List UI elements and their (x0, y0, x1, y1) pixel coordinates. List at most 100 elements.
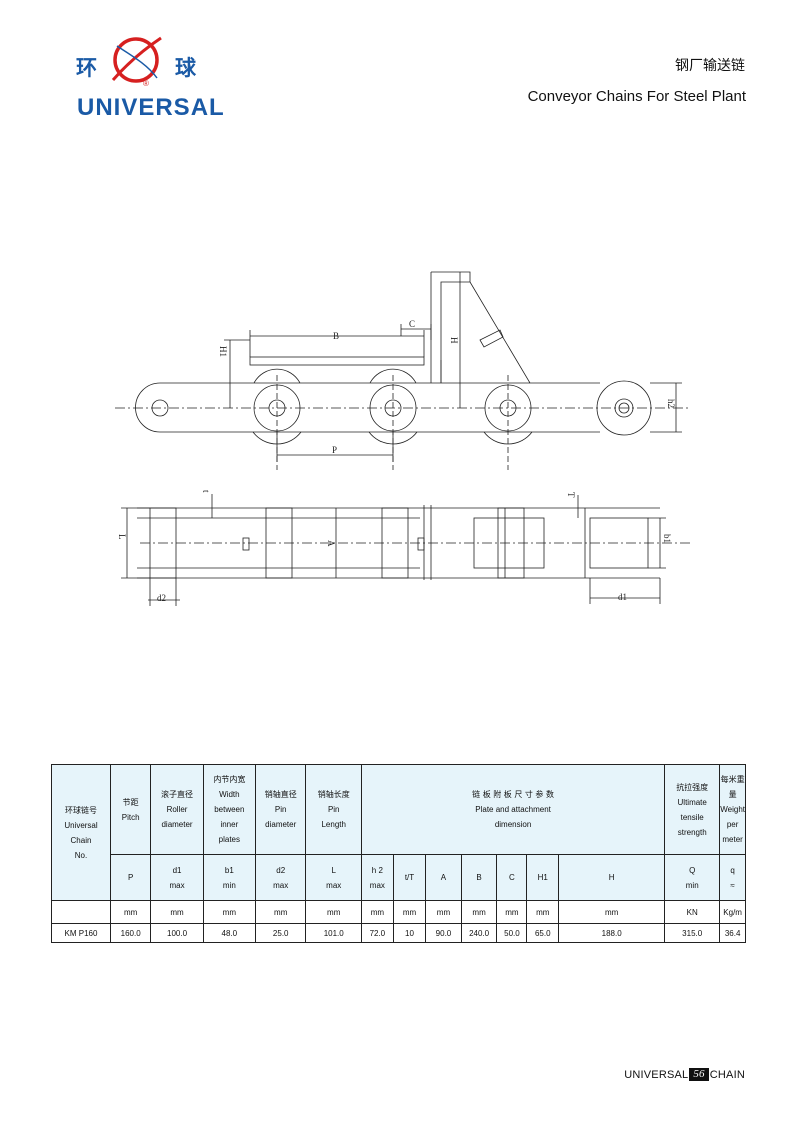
table-cell: mm (526, 900, 560, 924)
table-cell: 160.0 (109, 923, 152, 943)
symbol-H: H (558, 854, 666, 901)
cell-text: max (326, 880, 342, 890)
page-footer: UNIVERSAL 56 CHAIN (624, 1068, 745, 1081)
table-cell: mm (305, 900, 362, 924)
table-cell: 240.0 (460, 923, 498, 943)
dim-label-P: P (332, 445, 337, 455)
cell-text: H (608, 873, 615, 882)
chain-technical-drawing: B C H1 H h2 P t T L A b1 d2 d1 (115, 271, 690, 606)
table-cell: 72.0 (360, 923, 394, 943)
globe-ring-icon: ® (111, 36, 162, 88)
header-pin-length: 销轴长度 Pin Length (305, 764, 362, 855)
symbol-H1: H1 (526, 854, 560, 901)
cell-text: B (476, 873, 482, 882)
footer-chain: CHAIN (709, 1068, 745, 1081)
cell-text: Width (219, 790, 240, 799)
header-weight: 每米重量 Weight per meter (719, 764, 746, 855)
table-cell: mm (392, 900, 427, 924)
dim-label-d1: d1 (618, 592, 627, 602)
cell-text: Plate and attachment (475, 805, 551, 814)
table-cell: 25.0 (254, 923, 307, 943)
cell-text: dimension (494, 820, 532, 829)
table-cell: 101.0 (305, 923, 362, 943)
table-cell: mm (150, 900, 204, 924)
units-row: mm mm mm mm mm mm mm mm mm mm mm mm KN K… (51, 900, 746, 924)
symbol-q: q≈ (719, 854, 746, 901)
cell-text: 每米重量 (720, 775, 745, 799)
table-cell: 90.0 (425, 923, 462, 943)
cell-text: L (331, 865, 336, 875)
symbol-P: P (109, 854, 152, 901)
table-row: KM P160 160.0 100.0 48.0 25.0 101.0 72.0… (51, 923, 746, 943)
cell-text: h 2 (371, 865, 383, 875)
dim-label-d2: d2 (157, 593, 166, 603)
symbol-C: C (496, 854, 528, 901)
cell-text: plates (218, 835, 241, 844)
cell-text: Pin (327, 805, 340, 814)
dim-label-b1: b1 (662, 534, 672, 543)
table-cell: 65.0 (526, 923, 560, 943)
cell-text: inner (220, 820, 239, 829)
table-cell: 50.0 (496, 923, 528, 943)
logo-wordmark: UNIVERSAL (77, 94, 225, 121)
table-cell: Kg/m (719, 900, 746, 924)
attachment-bracket (430, 271, 531, 384)
header-tensile-strength: 抗拉强度 Ultimate tensile strength (664, 764, 721, 855)
cell-text: diameter (161, 820, 193, 829)
logo-cn-right: 球 (175, 56, 196, 80)
cell-text: q (730, 865, 735, 875)
cell-text: P (128, 873, 134, 882)
cell-text: Pin (274, 805, 287, 814)
table-cell: 315.0 (664, 923, 721, 943)
cell-text: max (169, 880, 185, 890)
header-pitch: 节距 Pitch (109, 764, 152, 855)
table-cell: 188.0 (558, 923, 666, 943)
specification-table: 环球链号 Universal Chain No. 节距 Pitch 滚子直径 R… (51, 764, 746, 943)
table-cell: 100.0 (150, 923, 204, 943)
cell-text: 销轴长度 (317, 790, 350, 799)
table-cell: mm (496, 900, 528, 924)
cell-text: Roller (166, 805, 188, 814)
cell-text: tensile (680, 812, 704, 822)
cell-text: 抗拉强度 (676, 782, 709, 792)
table-cell: mm (425, 900, 462, 924)
table-cell: 36.4 (719, 923, 746, 943)
table-cell: mm (360, 900, 394, 924)
symbol-B: B (460, 854, 498, 901)
cell-text: d1 (172, 865, 182, 875)
cell-text: Chain (70, 835, 92, 845)
table-cell: 48.0 (202, 923, 256, 943)
cell-text: min (685, 880, 699, 890)
cell-text: max (273, 880, 289, 890)
logo-cn-left: 环 (76, 56, 97, 80)
page-title-en: Conveyor Chains For Steel Plant (527, 88, 746, 105)
cell-text: strength (677, 827, 707, 837)
cell-text: meter (722, 835, 743, 844)
page-title-cn: 钢厂输送链 (675, 58, 745, 74)
cell-text: 内节内宽 (213, 775, 246, 784)
cell-text: diameter (265, 820, 297, 829)
cell-text: Pitch (121, 812, 140, 822)
dim-label-L: L (117, 534, 127, 540)
cell-text: Length (321, 820, 346, 829)
dim-label-B: B (333, 331, 339, 341)
table-cell: mm (460, 900, 498, 924)
table-cell: KN (664, 900, 721, 924)
cell-text: Weight (720, 805, 745, 814)
model-header-cell: 环球链号 Universal Chain No. (51, 764, 111, 901)
header-pin-diameter: 销轴直径 Pin diameter (254, 764, 307, 855)
symbol-d1: d1 max (150, 854, 204, 901)
footer-brand: UNIVERSAL (624, 1068, 689, 1081)
units-spacer (51, 900, 111, 924)
registered-mark: ® (143, 79, 149, 88)
header-inner-width: 内节内宽 Width between inner plates (202, 764, 256, 855)
attachment-plate (249, 356, 425, 366)
cell-text: No. (74, 850, 88, 860)
cell-text: H1 (537, 873, 548, 882)
cell-text: Q (689, 865, 696, 875)
cell-text: 环球链号 (64, 805, 97, 815)
table-cell: 10 (392, 923, 427, 943)
cell-text: C (509, 873, 515, 882)
